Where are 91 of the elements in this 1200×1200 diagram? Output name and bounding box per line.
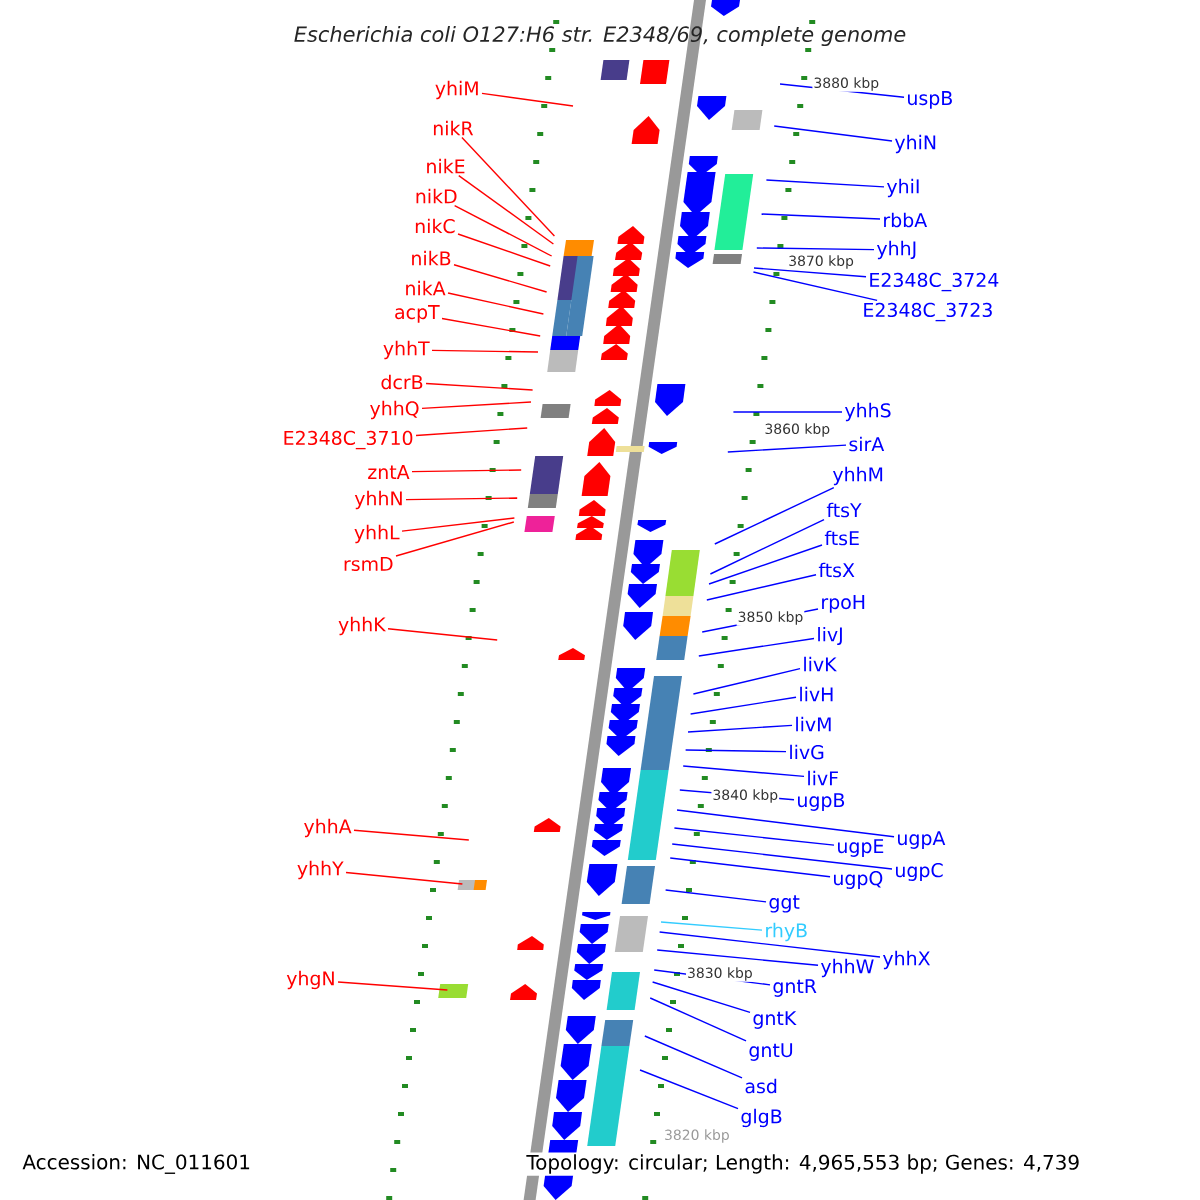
gene-label: yhhJ <box>876 240 916 260</box>
gene-label: yhhS <box>844 402 891 422</box>
leader-line <box>401 517 516 532</box>
leader-line <box>708 544 823 585</box>
leader-line <box>651 981 751 1014</box>
gene-label: rsmD <box>344 556 393 572</box>
leader-line <box>760 213 881 220</box>
leader-line <box>337 981 449 991</box>
leader-line <box>353 829 470 841</box>
leader-line <box>395 521 515 557</box>
leader-line <box>732 411 843 413</box>
leader-line <box>656 949 819 966</box>
gene-label: E2348C_3724 <box>870 272 999 292</box>
gene-label: uspB <box>908 91 952 109</box>
leader-line <box>458 174 555 245</box>
leader-line <box>709 518 825 575</box>
gene-label: ugpB <box>798 793 845 811</box>
leader-line <box>765 179 885 188</box>
leader-line <box>441 317 541 337</box>
leader-line <box>773 125 893 142</box>
leader-line <box>706 574 817 601</box>
leader-line <box>727 444 847 453</box>
gene-label: rpoH <box>822 595 865 613</box>
leader-line <box>415 427 528 437</box>
gene-label: sirA <box>849 436 885 452</box>
leader-line <box>461 136 556 237</box>
leader-line <box>714 486 835 545</box>
gene-label: rbbA <box>884 212 928 228</box>
gene-label: ftsE <box>824 530 859 546</box>
gene-label: yhhQ <box>370 400 419 420</box>
gene-label: yhiI <box>886 178 919 198</box>
leader-line <box>689 696 797 715</box>
leader-line <box>673 827 835 846</box>
leader-line <box>692 667 801 695</box>
gene-label: yhhX <box>882 950 930 970</box>
info-text: Topology: circular; Length: 4,965,553 bp; Genes: 4,739 <box>524 1152 1083 1176</box>
gene-label: ftsY <box>826 502 862 518</box>
gene-label: livK <box>804 656 837 672</box>
gene-label: ugpQ <box>834 871 883 889</box>
gene-label: yhhN <box>354 490 402 510</box>
gene-label: livF <box>808 770 838 786</box>
leader-line <box>753 267 867 278</box>
gene-label: ugpC <box>896 863 943 881</box>
leader-line <box>752 271 878 302</box>
leader-line <box>405 497 518 501</box>
leader-line <box>756 247 875 251</box>
gene-label: E2348C_3710 <box>284 430 413 450</box>
leader-line <box>411 469 522 473</box>
leader-line <box>345 871 464 885</box>
gene-label: livG <box>790 744 824 760</box>
info-text: Accession: NC_011601 <box>20 1152 253 1176</box>
leader-line <box>639 1069 739 1110</box>
gene-label: dcrB <box>381 374 423 390</box>
leader-line <box>687 724 793 733</box>
gene-label: yhhM <box>832 466 883 486</box>
leader-line <box>698 637 815 657</box>
leader-line <box>453 204 553 257</box>
gene-label: ugpA <box>898 831 946 849</box>
leader-line <box>669 857 831 878</box>
gene-label: ugpE <box>838 839 884 857</box>
leader-line <box>457 233 551 267</box>
leader-line <box>447 292 545 315</box>
title: Escherichia coli O127:H6 str. E2348/69, complete genome <box>294 25 906 47</box>
leader-line <box>387 628 498 641</box>
gene-label: yhhK <box>338 616 387 636</box>
gene-label: yhhY <box>297 860 344 880</box>
leader-line <box>649 997 747 1042</box>
leader-line <box>425 382 534 391</box>
gene-label: yhhW <box>820 958 874 978</box>
gene-label: livJ <box>818 626 842 646</box>
leader-line <box>481 92 574 107</box>
gene-label: yhiN <box>894 134 936 154</box>
leader-line <box>421 401 532 410</box>
gene-label: yhhA <box>304 818 352 838</box>
gene-label: ftsX <box>818 562 855 578</box>
gene-label: zntA <box>368 465 410 479</box>
leader-line <box>644 1035 743 1079</box>
leader-line <box>682 765 805 778</box>
gene-label: yhhL <box>354 524 400 544</box>
leader-line <box>431 349 539 353</box>
leader-line <box>684 749 787 753</box>
gene-label: livH <box>800 686 833 702</box>
leader-line <box>671 843 893 870</box>
leader-line <box>658 931 881 958</box>
gene-label: yhgN <box>286 970 334 990</box>
gene-label: E2348C_3723 <box>864 302 992 322</box>
leader-line <box>660 921 763 931</box>
gene-label: livM <box>796 716 831 732</box>
leader-line <box>453 264 548 293</box>
leader-line <box>664 889 767 903</box>
leader-line <box>676 809 895 838</box>
